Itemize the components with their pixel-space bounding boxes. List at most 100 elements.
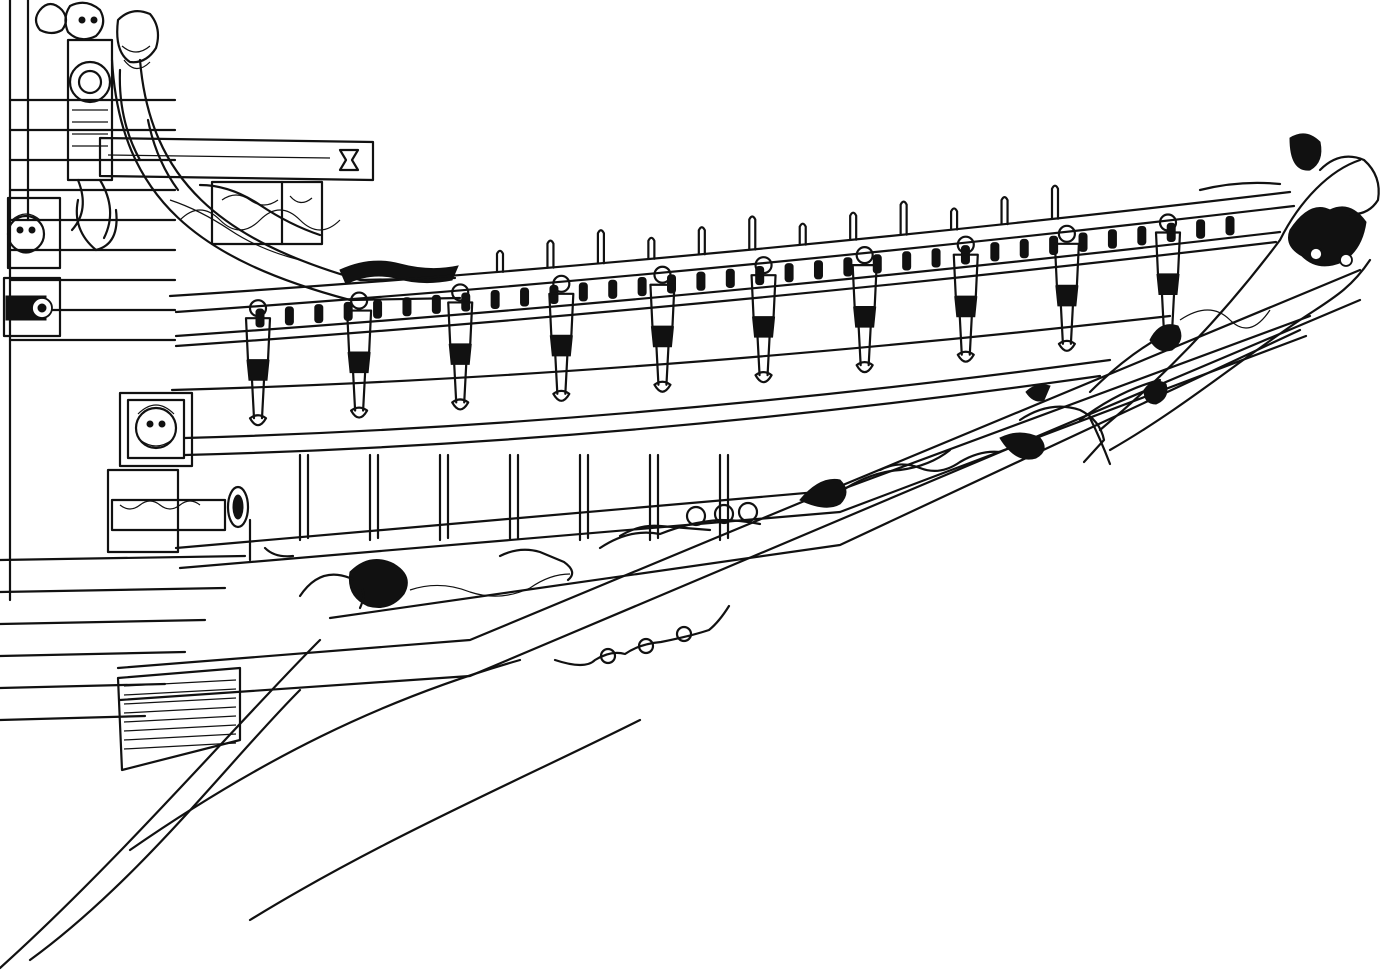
hatch-line	[123, 733, 237, 741]
baluster	[1196, 219, 1206, 239]
figure-base	[1057, 339, 1076, 352]
figure-legs	[857, 326, 872, 367]
rail-post	[1050, 184, 1060, 220]
plank-line	[0, 682, 167, 690]
lion-figurehead	[1078, 133, 1380, 466]
rail-figure	[346, 291, 373, 419]
figure-base	[653, 380, 672, 393]
stern-figures	[34, 1, 160, 252]
baluster	[490, 289, 500, 310]
figure-base	[552, 389, 571, 402]
plank-line	[0, 586, 227, 594]
baluster	[402, 297, 412, 317]
rail-post	[596, 229, 606, 265]
plank-line	[0, 554, 247, 562]
rail-figure	[952, 235, 979, 363]
hatch-line	[123, 697, 237, 705]
figure-legs	[554, 354, 569, 395]
figure-skirt	[347, 352, 371, 374]
rail-figure	[649, 265, 676, 393]
figure-head	[956, 235, 975, 254]
figure-skirt	[1055, 285, 1079, 307]
baluster	[1107, 229, 1117, 249]
rail-post	[495, 249, 505, 273]
hatch-line	[123, 724, 237, 732]
rail-figure	[447, 283, 474, 411]
figure-legs	[756, 336, 771, 377]
figure-base	[956, 350, 975, 363]
rail-post	[1000, 196, 1009, 226]
figure-legs	[655, 345, 670, 386]
rail-post	[798, 222, 807, 246]
lower-cannon	[106, 468, 250, 554]
rail-figure	[1154, 213, 1182, 341]
baluster	[990, 242, 1000, 262]
rail-figure	[851, 246, 878, 374]
baluster	[843, 257, 853, 277]
figure-head	[1057, 224, 1076, 243]
figure-skirt	[549, 335, 573, 357]
cathead-rail	[110, 58, 462, 302]
rail-post	[697, 226, 706, 256]
baluster	[608, 279, 618, 299]
figure-base	[451, 398, 470, 411]
baluster	[696, 271, 706, 291]
sea-frieze	[298, 330, 1172, 610]
figure-legs	[250, 379, 266, 420]
carved-panel	[210, 180, 324, 246]
rail-figure	[548, 274, 575, 402]
baluster	[1049, 235, 1059, 256]
plank-line	[0, 618, 207, 626]
rail-posts	[495, 184, 1060, 273]
rail-figure	[1053, 224, 1080, 352]
hatch-line	[123, 688, 237, 696]
figure-head	[754, 256, 773, 275]
figure-head	[451, 283, 470, 302]
figure-skirt	[650, 326, 674, 348]
figure-skirt	[853, 306, 877, 328]
bow-hull	[0, 190, 1362, 970]
rail-post	[899, 200, 908, 236]
figure-legs	[352, 371, 367, 412]
figure-base	[248, 414, 268, 427]
figure-skirt	[1156, 274, 1180, 296]
hatch-line	[123, 715, 237, 723]
figure-head	[248, 299, 268, 318]
mask-ornament	[6, 196, 62, 270]
baluster	[314, 304, 324, 324]
plank-line	[0, 714, 147, 722]
baluster	[1137, 226, 1147, 246]
baluster	[1225, 215, 1235, 236]
figure-head	[350, 291, 369, 310]
hatch-line	[123, 706, 237, 714]
rail-post	[849, 211, 858, 241]
baluster	[931, 248, 941, 268]
figure-skirt	[954, 296, 978, 318]
baluster	[813, 260, 823, 280]
cannon-port	[2, 276, 62, 338]
figure-head	[653, 265, 672, 284]
baluster	[784, 263, 794, 283]
figure-legs	[958, 315, 973, 356]
rail-figure	[750, 256, 777, 384]
cross-beam	[98, 136, 375, 182]
baluster	[725, 268, 735, 288]
rail-figures	[244, 213, 1182, 427]
figure-skirt	[246, 359, 270, 381]
rail-figure	[244, 299, 272, 427]
figure-skirt	[448, 343, 472, 365]
baluster	[637, 277, 647, 297]
figure-head	[1158, 213, 1178, 232]
baluster	[1019, 238, 1029, 259]
baluster	[373, 299, 383, 319]
rail-post	[546, 239, 555, 269]
baluster	[431, 294, 441, 314]
baluster	[520, 287, 530, 307]
figure-base	[855, 361, 874, 374]
figure-head	[552, 274, 571, 293]
baluster	[284, 306, 294, 326]
figure-base	[350, 406, 369, 419]
rail-post	[647, 236, 656, 260]
